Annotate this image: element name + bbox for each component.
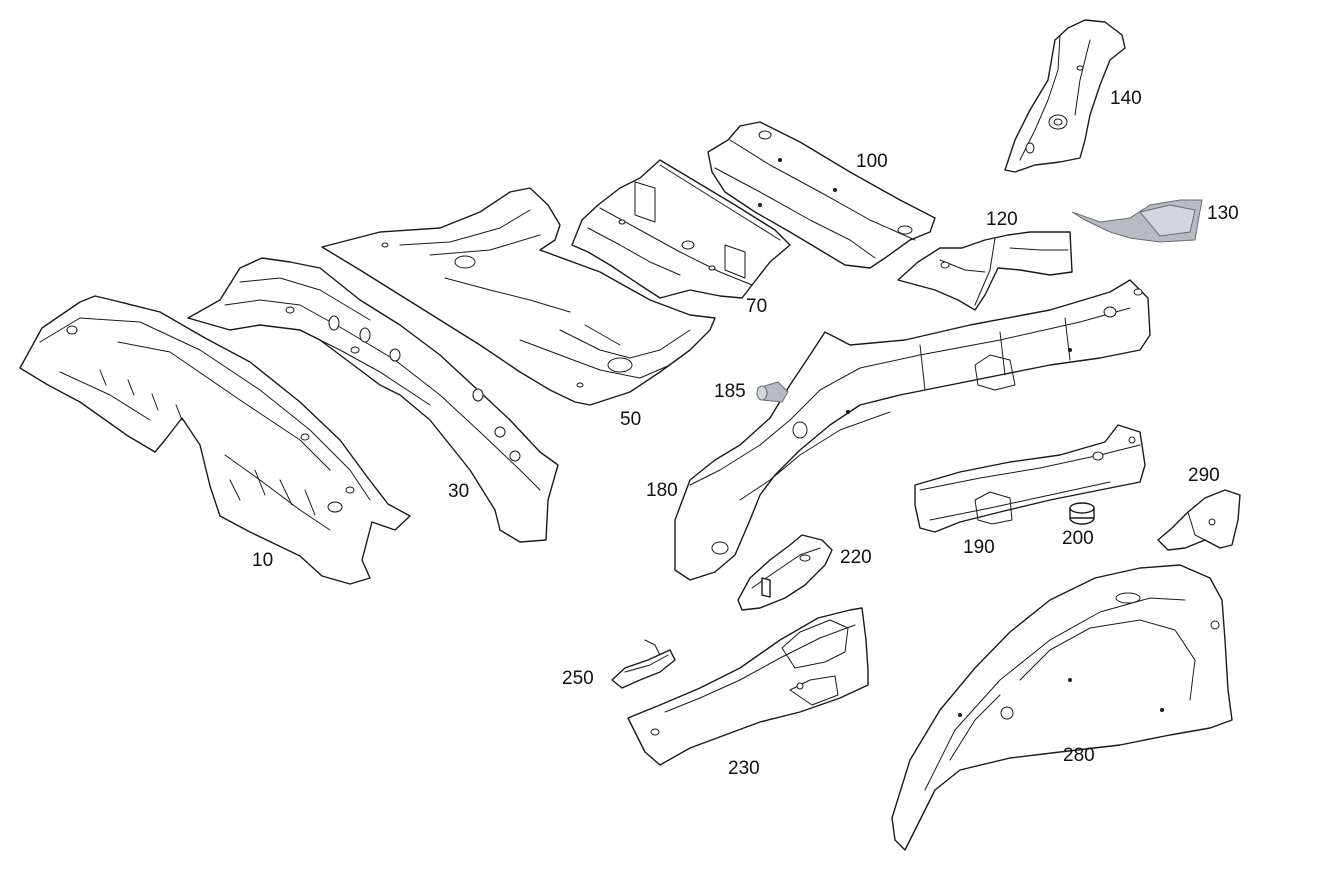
part-290[interactable] <box>1157 489 1241 551</box>
part-200[interactable] <box>1069 502 1095 525</box>
part-185[interactable] <box>756 381 789 403</box>
label-part-140: 140 <box>1110 88 1142 109</box>
part-130[interactable] <box>1071 199 1203 243</box>
label-part-220: 220 <box>840 547 872 568</box>
part-50[interactable] <box>321 187 716 406</box>
part-220[interactable] <box>737 534 833 611</box>
label-part-30: 30 <box>448 481 470 502</box>
part-30[interactable] <box>187 257 559 543</box>
label-part-70: 70 <box>746 296 768 317</box>
label-part-120: 120 <box>986 209 1018 230</box>
part-140[interactable] <box>1004 19 1126 173</box>
part-100[interactable] <box>707 121 936 269</box>
label-part-190: 190 <box>963 537 995 558</box>
part-280[interactable] <box>891 564 1233 851</box>
label-part-50: 50 <box>620 409 642 430</box>
part-180[interactable] <box>674 279 1151 581</box>
label-part-230: 230 <box>728 758 760 779</box>
part-230[interactable] <box>627 607 869 766</box>
part-120[interactable] <box>897 231 1073 311</box>
label-part-290: 290 <box>1188 465 1220 486</box>
label-part-180: 180 <box>646 480 678 501</box>
label-part-100: 100 <box>856 151 888 172</box>
label-part-10: 10 <box>252 550 274 571</box>
part-10[interactable] <box>19 295 411 585</box>
label-part-280: 280 <box>1063 745 1095 766</box>
part-250[interactable] <box>611 639 676 689</box>
label-part-200: 200 <box>1062 528 1094 549</box>
label-part-130: 130 <box>1207 203 1239 224</box>
label-part-250: 250 <box>562 668 594 689</box>
label-part-185: 185 <box>714 381 746 402</box>
part-190[interactable] <box>914 424 1146 533</box>
part-70[interactable] <box>571 159 791 299</box>
